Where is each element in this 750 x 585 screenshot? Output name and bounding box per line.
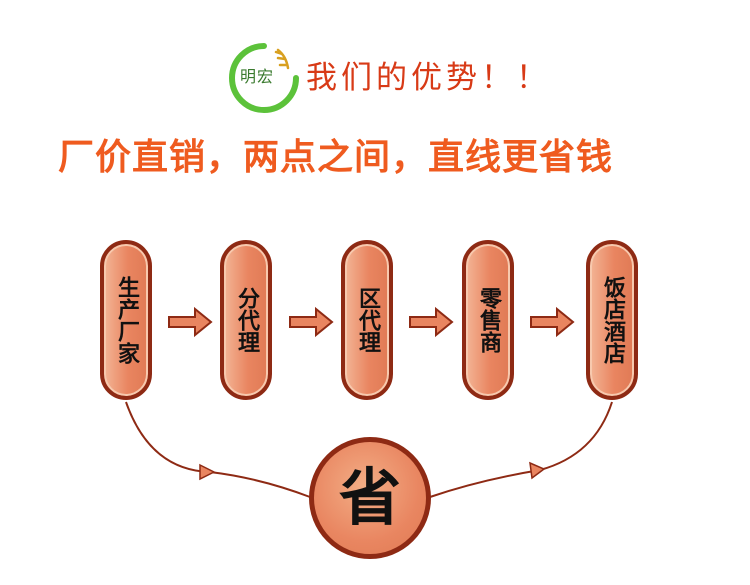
chain-node-label: 饭店酒店: [600, 276, 625, 364]
slogan: 我们的优势！！: [306, 60, 551, 96]
flow-arrow-1: [168, 306, 213, 338]
chain-node-manufacturer: 生产厂家: [100, 240, 152, 400]
direct-curve-right-arrowhead: [529, 461, 546, 480]
logo-ring: [229, 43, 299, 113]
direct-curve-left-arrowhead: [199, 463, 216, 481]
direct-curve-left: [125, 401, 311, 498]
chain-node-retailer: 零售商: [462, 240, 514, 400]
chain-node-label: 区代理: [355, 287, 380, 353]
chain-node-sub-agent: 分代理: [220, 240, 272, 400]
flow-arrow-3: [409, 306, 454, 338]
saving-badge: 省: [309, 437, 431, 559]
flow-arrow-4: [530, 306, 575, 338]
chain-node-label: 生产厂家: [114, 276, 139, 364]
chain-node-restaurant-hotel: 饭店酒店: [586, 240, 638, 400]
saving-label: 省: [338, 461, 401, 534]
chain-node-regional-agent: 区代理: [341, 240, 393, 400]
direct-curve-right: [429, 401, 613, 498]
brand-logo: [229, 43, 299, 113]
headline: 厂价直销，两点之间，直线更省钱: [58, 137, 614, 178]
logo-text: 明宏: [240, 67, 275, 86]
chain-node-label: 零售商: [476, 287, 501, 353]
flow-arrow-2: [289, 306, 334, 338]
wheat-icon: [274, 48, 290, 70]
chain-node-label: 分代理: [234, 287, 259, 353]
